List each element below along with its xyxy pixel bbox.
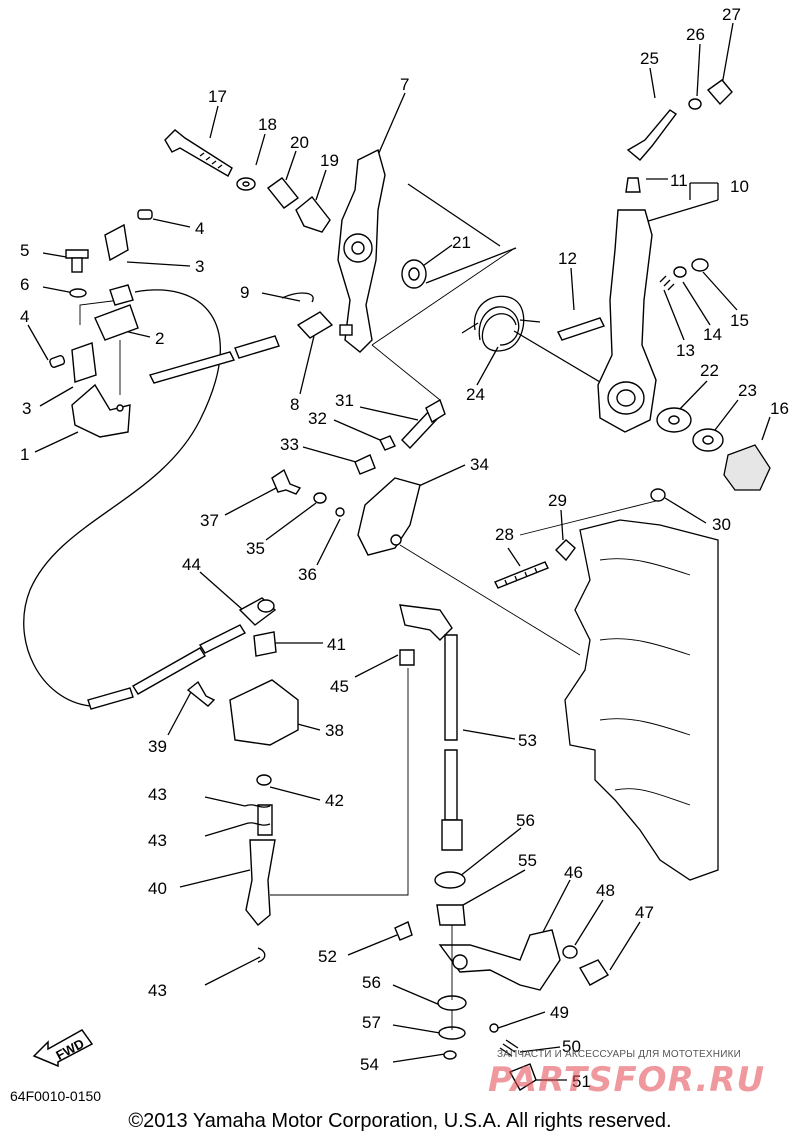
- label-part-33: 33: [280, 435, 299, 454]
- label-part-10: 10: [730, 177, 749, 196]
- watermark-subtitle: ЗАПЧАСТИ И АКСЕССУАРЫ ДЛЯ МОТОТЕХНИКИ: [497, 1049, 742, 1060]
- label-part-28: 28: [495, 525, 514, 544]
- label-part-54: 54: [360, 1055, 379, 1074]
- shift-lever-assembly: [186, 597, 415, 963]
- label-part-53: 53: [518, 731, 537, 750]
- diagram-ref-code: 64F0010-0150: [10, 1088, 102, 1104]
- cable-joint: [281, 292, 334, 339]
- label-part-22: 22: [700, 361, 719, 380]
- label-part-26: 26: [686, 25, 705, 44]
- label-part-37: 37: [200, 511, 219, 530]
- throttle-arm-assembly: [557, 79, 771, 491]
- label-part-23: 23: [738, 381, 757, 400]
- label-part-39: 39: [148, 737, 167, 756]
- label-part-43c: 43: [148, 981, 167, 1000]
- label-part-3: 3: [195, 257, 204, 276]
- label-part-1: 1: [20, 445, 29, 464]
- label-part-43: 43: [148, 785, 167, 804]
- cam-plate: [271, 468, 421, 556]
- label-part-41: 41: [327, 635, 346, 654]
- label-part-31: 31: [335, 391, 354, 410]
- housing-screws: [494, 488, 666, 589]
- label-part-14: 14: [703, 325, 722, 344]
- shift-rod: [399, 604, 463, 851]
- label-part-21: 21: [452, 233, 471, 252]
- fwd-arrow-icon: FWD: [32, 1029, 94, 1068]
- label-part-9: 9: [240, 283, 249, 302]
- label-part-25: 25: [640, 49, 659, 68]
- label-part-56b: 56: [362, 973, 381, 992]
- label-part-16: 16: [770, 399, 789, 418]
- label-part-34: 34: [470, 455, 489, 474]
- fwd-label: FWD: [53, 1036, 86, 1063]
- label-part-38: 38: [325, 721, 344, 740]
- label-part-7: 7: [400, 75, 409, 94]
- label-part-56: 56: [516, 811, 535, 830]
- label-part-3b: 3: [22, 399, 31, 418]
- label-part-32: 32: [308, 409, 327, 428]
- label-part-49: 49: [550, 1003, 569, 1022]
- leader-lines: [27, 22, 771, 1081]
- label-part-6: 6: [20, 275, 29, 294]
- label-part-19: 19: [320, 151, 339, 170]
- label-part-36: 36: [298, 565, 317, 584]
- label-part-5: 5: [20, 241, 29, 260]
- label-part-8: 8: [290, 395, 299, 414]
- label-part-44: 44: [182, 555, 201, 574]
- label-part-24: 24: [466, 385, 485, 404]
- label-part-52: 52: [318, 947, 337, 966]
- watermark-logo: PARTSFOR.RU: [488, 1060, 766, 1100]
- label-part-40: 40: [148, 879, 167, 898]
- label-part-20: 20: [290, 133, 309, 152]
- label-part-17: 17: [208, 87, 227, 106]
- label-part-42: 42: [325, 791, 344, 810]
- label-part-55: 55: [518, 851, 537, 870]
- cable-bracket-assembly: [49, 209, 153, 438]
- shift-cable: [23, 289, 280, 710]
- label-part-48: 48: [596, 881, 615, 900]
- label-part-15: 15: [730, 311, 749, 330]
- label-part-46: 46: [564, 863, 583, 882]
- control-rod: [354, 398, 446, 475]
- label-part-45: 45: [330, 677, 349, 696]
- label-part-4b: 4: [20, 307, 29, 326]
- throttle-lever: [337, 148, 386, 353]
- label-part-29: 29: [548, 491, 567, 510]
- label-part-4: 4: [195, 219, 204, 238]
- label-part-11: 11: [670, 171, 688, 190]
- label-part-27: 27: [722, 5, 741, 24]
- shift-arm-lower: [394, 871, 610, 1091]
- label-part-2: 2: [155, 329, 164, 348]
- label-part-57: 57: [362, 1013, 381, 1032]
- lever-bolt-set: [164, 129, 331, 233]
- engine-housing: [564, 519, 719, 881]
- label-part-12: 12: [558, 249, 577, 268]
- label-part-30: 30: [712, 515, 731, 534]
- label-part-13: 13: [676, 341, 695, 360]
- copyright-notice: ©2013 Yamaha Motor Corporation, U.S.A. A…: [128, 1110, 672, 1132]
- label-part-18: 18: [258, 115, 277, 134]
- label-part-43b: 43: [148, 831, 167, 850]
- part-labels: 1 2 3 3 4 4 5 6 7 8 9 10 11 12 13 14 15 …: [20, 5, 789, 1091]
- return-spring: [401, 259, 541, 352]
- label-part-51: 51: [572, 1072, 591, 1091]
- label-part-35: 35: [246, 539, 265, 558]
- label-part-50: 50: [562, 1037, 581, 1056]
- label-part-47: 47: [635, 903, 654, 922]
